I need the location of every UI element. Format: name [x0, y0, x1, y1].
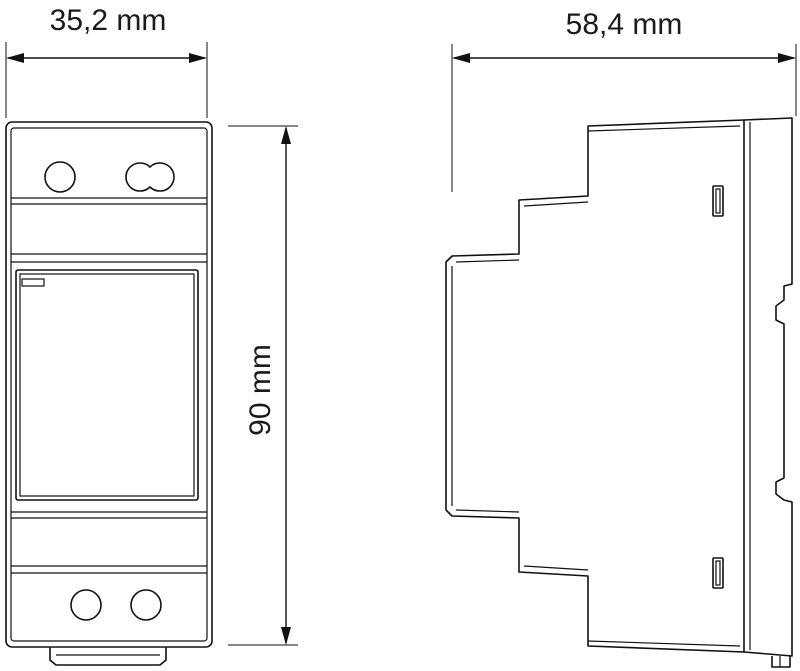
top-right-terminal-screw: [125, 162, 175, 192]
height-dimension: 90 mm: [228, 125, 298, 646]
vent-slot-top-inner: [715, 188, 721, 214]
front-width-label: 35,2 mm: [50, 4, 167, 37]
display-window: [15, 269, 199, 501]
side-view-profile: [445, 119, 745, 653]
depth-arrow-right: [778, 53, 796, 63]
depth-label: 58,4 mm: [566, 8, 683, 41]
front-width-arrow-left: [6, 53, 24, 63]
height-arrow-bottom: [281, 627, 291, 645]
height-label: 90 mm: [244, 344, 277, 436]
height-arrow-top: [281, 126, 291, 144]
front-width-dimension: 35,2 mm: [5, 4, 208, 118]
front-width-arrow-right: [189, 53, 207, 63]
bottom-right-terminal-screw: [130, 589, 162, 621]
din-clip: [49, 647, 167, 666]
top-left-terminal-screw: [44, 161, 76, 193]
front-view-inner-edge-left: [10, 127, 208, 642]
vent-slot-top: [712, 185, 724, 217]
front-view: [5, 121, 213, 666]
display-window-inner: [19, 273, 195, 497]
side-view: [445, 117, 793, 668]
side-view-rear-panel: [743, 117, 793, 657]
front-view-body: [5, 121, 213, 648]
depth-arrow-left: [452, 53, 470, 63]
vent-slot-bottom-inner: [715, 560, 721, 586]
side-view-bottom-latch: [771, 656, 791, 668]
depth-dimension: 58,4 mm: [451, 8, 797, 192]
side-view-profile-inner: [451, 125, 741, 647]
vent-slot-bottom: [712, 557, 724, 589]
bottom-left-terminal-screw: [70, 589, 102, 621]
led-indicator: [21, 278, 45, 287]
